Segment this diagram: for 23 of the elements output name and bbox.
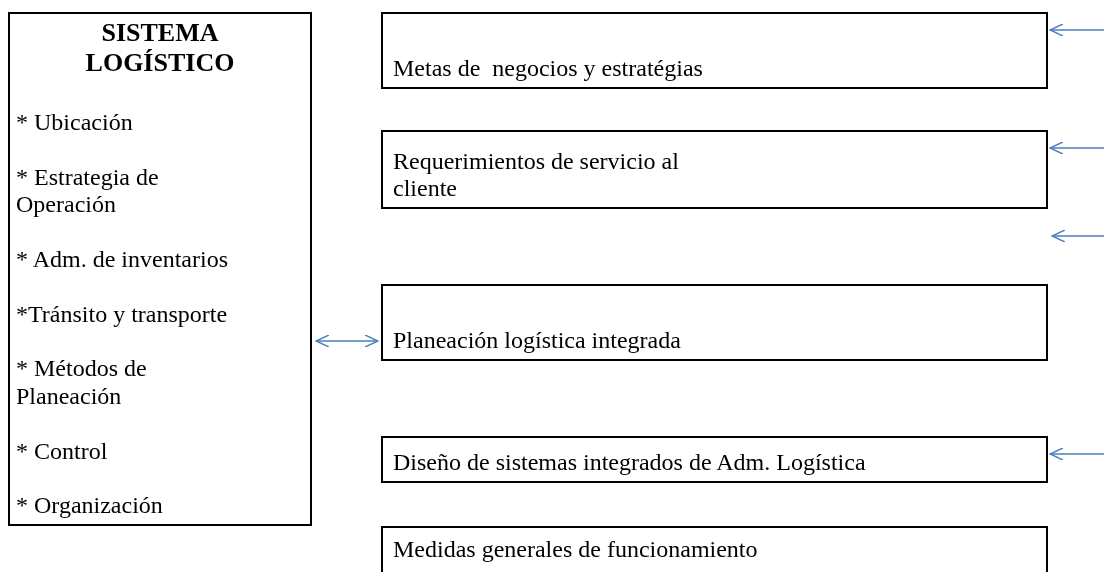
- list-box: [8, 12, 312, 526]
- box-text: Metas de negocios y estratégias: [393, 55, 704, 83]
- box-text: Planeación logística integrada: [393, 327, 682, 355]
- list-item: * Estrategia de Operación: [16, 163, 160, 219]
- arrow: [315, 334, 379, 348]
- arrow: [1049, 23, 1105, 37]
- process-box: [381, 284, 1048, 361]
- list-item: * Métodos de Planeación: [16, 355, 148, 411]
- arrow: [1049, 141, 1105, 155]
- list-item: * Adm. de inventarios: [16, 245, 229, 274]
- box-text: Medidas generales de funcionamiento: [393, 536, 759, 564]
- box-heading: SISTEMA LOGÍSTICO: [84, 18, 236, 78]
- box-text: Diseño de sistemas integrados de Adm. Logística: [393, 449, 867, 477]
- list-item: * Control: [16, 437, 109, 466]
- process-box: [381, 130, 1048, 209]
- list-item: *Tránsito y transporte: [16, 300, 229, 329]
- arrow: [1049, 447, 1105, 461]
- process-box: [381, 12, 1048, 89]
- list-item: * Ubicación: [16, 108, 134, 137]
- list-item: * Organización: [16, 492, 164, 520]
- process-box: [381, 436, 1048, 483]
- process-box: [381, 526, 1048, 572]
- box-text: Requerimientos de servicio al cliente: [393, 147, 680, 203]
